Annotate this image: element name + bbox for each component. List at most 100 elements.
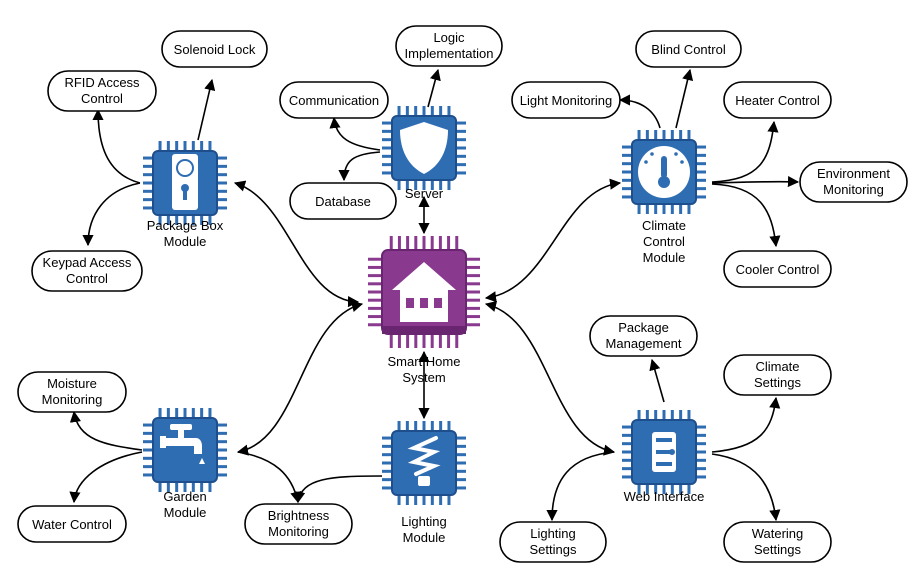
chip-pin [414, 106, 418, 116]
chip-pin [466, 298, 480, 302]
chip-pin [368, 298, 382, 302]
edge-climate-environment [711, 175, 800, 188]
chip-pin [422, 236, 426, 250]
chip-pin [143, 181, 153, 185]
chip-pin [637, 410, 641, 420]
label-logic-line2: Implementation [405, 46, 494, 61]
chip-pin [166, 408, 170, 418]
node-lighting-settings: Lighting Settings [499, 521, 607, 563]
node-blind-control: Blind Control [635, 30, 742, 68]
chip-pin [622, 170, 632, 174]
label-garden-line2: Module [164, 505, 207, 520]
chip-pin [670, 130, 674, 140]
label-web-interface: Web Interface [624, 489, 705, 504]
label-water-control: Water Control [32, 517, 112, 532]
chip-pin [696, 195, 706, 199]
chip-pin [406, 334, 410, 348]
chip-pin [217, 448, 227, 452]
chip-pin [456, 129, 466, 133]
chip-pin [438, 334, 442, 348]
chip-pin [183, 482, 187, 492]
chip-pin [217, 456, 227, 460]
chip-pin [456, 121, 466, 125]
chip-pin [622, 162, 632, 166]
chip-pin [382, 129, 392, 133]
label-cooler-control: Cooler Control [736, 262, 820, 277]
chip-pin [466, 282, 480, 286]
chip-pin [191, 408, 195, 418]
leaf-nodes: Solenoid Lock RFID Access Control Keypad… [17, 25, 908, 563]
label-garden-line1: Garden [163, 489, 206, 504]
chip-pin [670, 410, 674, 420]
chip-pin [414, 495, 418, 505]
edge-garden-brightness [237, 451, 302, 504]
label-package-box-line1: Package Box [147, 218, 224, 233]
chip-pin [687, 410, 691, 420]
chip-pin [466, 323, 480, 327]
chip-pin [382, 478, 392, 482]
chip-pin [217, 189, 227, 193]
chip-pin [422, 421, 426, 431]
node-lighting-module: Lighting Module [382, 421, 466, 545]
chip-pin [696, 450, 706, 454]
chip-pin [368, 290, 382, 294]
chip-pin [662, 130, 666, 140]
chip-pin [382, 453, 392, 457]
chip-pin [687, 204, 691, 214]
label-climate-line2: Control [643, 234, 685, 249]
chip-pin [455, 334, 459, 348]
chip-pin [622, 153, 632, 157]
label-logic-line1: Logic [433, 30, 465, 45]
node-cooler-control: Cooler Control [723, 250, 832, 288]
label-brightness-line1: Brightness [268, 508, 330, 523]
chip-pin [208, 482, 212, 492]
chip-pin [696, 475, 706, 479]
chip-pin [662, 410, 666, 420]
chip-pin [143, 440, 153, 444]
chip-pin [637, 130, 641, 140]
chip-pin [382, 146, 392, 150]
chip-pin [217, 173, 227, 177]
chip-pin [447, 106, 451, 116]
web-panel-icon [652, 432, 676, 472]
edge-climate-blind [675, 68, 694, 129]
chip-pin [143, 156, 153, 160]
chip-pin [175, 482, 179, 492]
chip-pin [143, 448, 153, 452]
chip-pin [654, 484, 658, 494]
label-environment-line2: Monitoring [823, 182, 884, 197]
label-moisture-line2: Monitoring [42, 392, 103, 407]
chip-pin [645, 484, 649, 494]
chip-pin [645, 410, 649, 420]
label-environment-line1: Environment [817, 166, 890, 181]
label-lighting-line1: Lighting [401, 514, 447, 529]
chip-pin [200, 141, 204, 151]
edge-garden-water [69, 451, 143, 504]
label-climate-settings-line1: Climate [755, 359, 799, 374]
label-moisture-line1: Moisture [47, 376, 97, 391]
label-package-mgmt-line1: Package [618, 320, 669, 335]
node-heater-control: Heater Control [723, 81, 832, 119]
label-package-mgmt-line2: Management [606, 336, 682, 351]
chip-pin [439, 106, 443, 116]
chip-pin [622, 187, 632, 191]
node-solenoid-lock: Solenoid Lock [161, 30, 268, 68]
chip-pin [430, 106, 434, 116]
chip-pin [368, 323, 382, 327]
edge-lighting-brightness [294, 475, 383, 504]
chip-pin [405, 421, 409, 431]
chip-pin [447, 495, 451, 505]
chip-pin [382, 486, 392, 490]
node-climate-settings: Climate Settings [723, 354, 832, 396]
chip-pin [654, 410, 658, 420]
chip-pin [622, 442, 632, 446]
chip-pin [456, 444, 466, 448]
edge-center-garden [236, 301, 364, 456]
label-communication: Communication [289, 93, 379, 108]
chip-pin [200, 215, 204, 225]
chip-pin [622, 195, 632, 199]
chip-pin [622, 458, 632, 462]
edge-web-climate-settings [711, 396, 781, 453]
chip-pin [439, 421, 443, 431]
label-database: Database [315, 194, 371, 209]
